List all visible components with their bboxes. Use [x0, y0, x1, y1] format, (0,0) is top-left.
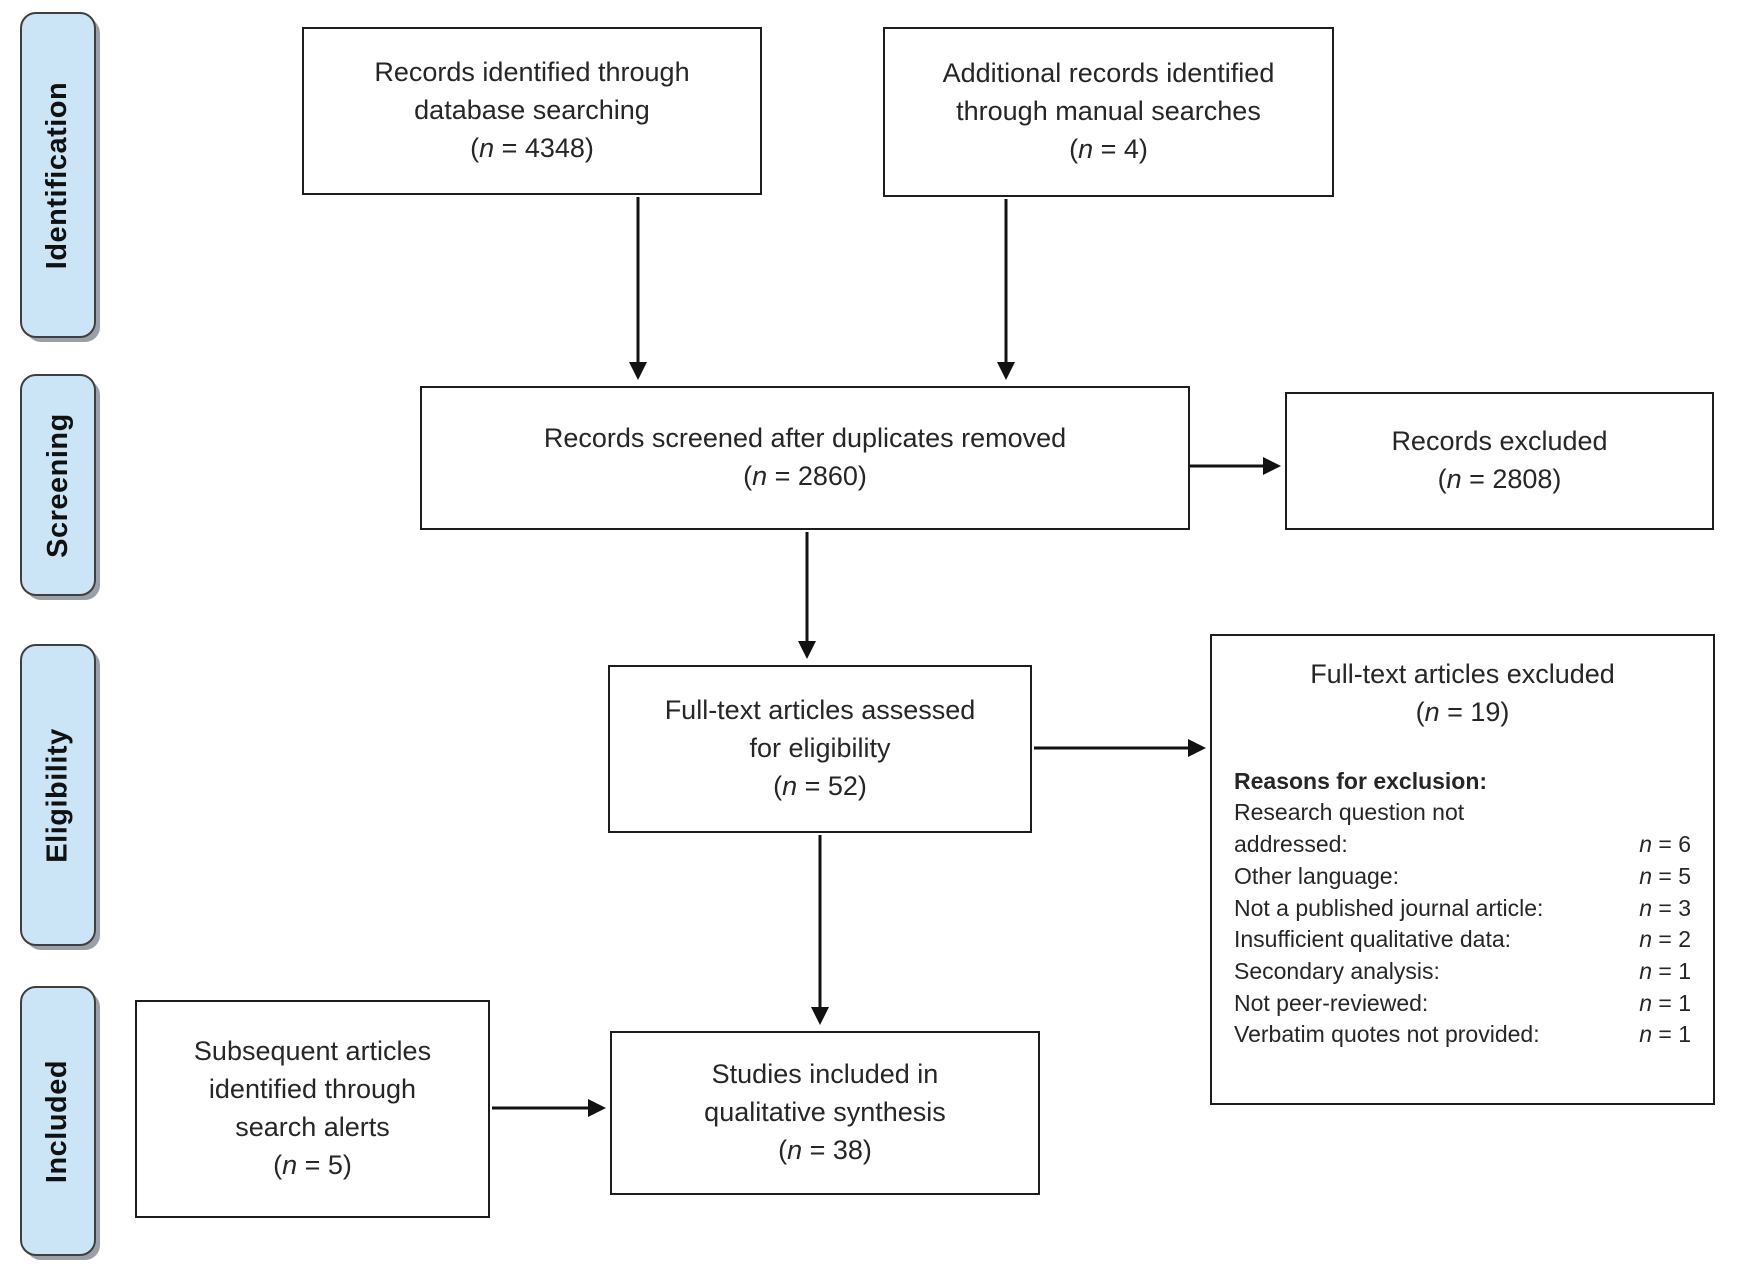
fulltext-excluded-title: Full-text articles excluded — [1310, 659, 1615, 689]
exclusion-reason-value: n = 3 — [1639, 894, 1691, 921]
arrow-stem — [1034, 746, 1191, 750]
arrow-head-icon — [1263, 457, 1281, 475]
exclusion-reason-value: n = 6 — [1639, 831, 1691, 858]
exclusion-reason-label: Not peer-reviewed: — [1234, 989, 1429, 1016]
additional-records-text: Additional records identified through ma… — [942, 58, 1275, 127]
records-identified-box: Records identified through database sear… — [302, 27, 762, 195]
exclusion-reason-label: Verbatim quotes not provided: — [1234, 1021, 1540, 1048]
fulltext-excluded-box: Full-text articles excluded (n = 19) Rea… — [1210, 634, 1715, 1105]
exclusion-reason-row: Research question not addressed: n = 6 — [1234, 797, 1691, 860]
exclusion-reason-row: Verbatim quotes not provided: n = 1 — [1234, 1019, 1691, 1051]
stage-label-eligibility-text: Eligibility — [41, 727, 74, 863]
stage-label-eligibility: Eligibility — [20, 644, 96, 946]
exclusion-reason-value: n = 1 — [1639, 1021, 1691, 1048]
arrow-stem — [818, 835, 822, 1010]
records-screened-count: (n = 2860) — [743, 461, 867, 491]
exclusion-reason-label: Research question not addressed: — [1234, 799, 1465, 858]
arrow-screened-to-fulltext — [798, 532, 816, 659]
records-identified-count: (n = 4348) — [470, 132, 594, 163]
exclusion-reason-row: Not a published journal article: n = 3 — [1234, 893, 1691, 925]
stage-label-screening: Screening — [20, 374, 96, 596]
exclusion-reason-label: Insufficient qualitative data: — [1234, 926, 1512, 953]
records-screened-box: Records screened after duplicates remove… — [420, 386, 1190, 530]
exclusion-reason-value: n = 5 — [1639, 862, 1691, 889]
fulltext-assessed-text: Full-text articles assessed for eligibil… — [664, 695, 976, 764]
exclusion-reason-label: Secondary analysis: — [1234, 958, 1440, 984]
records-identified-text: Records identified through database sear… — [374, 57, 690, 126]
studies-included-text: Studies included in qualitative synthesi… — [704, 1059, 946, 1128]
arrow-additional-to-screened — [997, 199, 1015, 380]
exclusion-reason-label: Not a published journal article: — [1234, 894, 1544, 921]
exclusion-reasons-list: Research question not addressed: n = 6 O… — [1234, 797, 1691, 1051]
records-screened-text: Records screened after duplicates remove… — [543, 423, 1067, 454]
search-alerts-text: Subsequent articles identified through s… — [193, 1036, 432, 1142]
stage-label-included-text: Included — [41, 1059, 74, 1183]
arrow-head-icon — [588, 1099, 606, 1117]
exclusion-reason-value: n = 1 — [1639, 958, 1691, 984]
arrow-screened-to-excluded — [1190, 457, 1281, 475]
arrow-head-icon — [811, 1007, 829, 1025]
exclusion-reason-row: Not peer-reviewed: n = 1 — [1234, 988, 1691, 1020]
studies-included-count: (n = 38) — [778, 1134, 872, 1165]
arrow-stem — [492, 1106, 591, 1110]
additional-records-count: (n = 4) — [1069, 133, 1148, 164]
arrow-stem — [1190, 464, 1266, 468]
arrow-head-icon — [629, 362, 647, 380]
arrow-head-icon — [997, 362, 1015, 380]
search-alerts-box: Subsequent articles identified through s… — [135, 1000, 490, 1218]
exclusion-reason-label: Other language: — [1234, 862, 1399, 889]
records-excluded-count: (n = 2808) — [1437, 464, 1562, 494]
exclusion-reason-value: n = 2 — [1639, 926, 1691, 953]
arrow-head-icon — [798, 641, 816, 659]
stage-label-included: Included — [20, 986, 96, 1256]
arrow-identified-to-screened — [629, 197, 647, 380]
exclusion-reason-value: n = 1 — [1639, 989, 1691, 1016]
arrow-stem — [805, 532, 809, 644]
stage-label-identification: Identification — [20, 12, 96, 338]
search-alerts-count: (n = 5) — [273, 1149, 352, 1180]
studies-included-box: Studies included in qualitative synthesi… — [610, 1031, 1040, 1195]
arrow-head-icon — [1188, 739, 1206, 757]
stage-label-identification-text: Identification — [41, 81, 74, 269]
stage-label-screening-text: Screening — [41, 412, 74, 558]
fulltext-assessed-box: Full-text articles assessed for eligibil… — [608, 665, 1032, 833]
arrow-stem — [1004, 199, 1008, 365]
exclusion-reason-row: Other language: n = 5 — [1234, 861, 1691, 893]
arrow-fulltext-to-included — [811, 835, 829, 1025]
exclusion-reason-row: Insufficient qualitative data: n = 2 — [1234, 924, 1691, 956]
fulltext-excluded-count: (n = 19) — [1415, 696, 1510, 727]
records-excluded-box: Records excluded (n = 2808) — [1285, 392, 1714, 530]
exclusion-reason-row: Secondary analysis: n = 1 — [1234, 956, 1691, 988]
arrow-fulltext-to-excluded — [1034, 739, 1206, 757]
records-excluded-text: Records excluded — [1391, 426, 1608, 457]
exclusion-reasons-heading: Reasons for exclusion: — [1234, 767, 1488, 794]
arrow-stem — [636, 197, 640, 365]
additional-records-box: Additional records identified through ma… — [883, 27, 1334, 197]
fulltext-assessed-count: (n = 52) — [773, 770, 867, 801]
arrow-alerts-to-included — [492, 1099, 606, 1117]
